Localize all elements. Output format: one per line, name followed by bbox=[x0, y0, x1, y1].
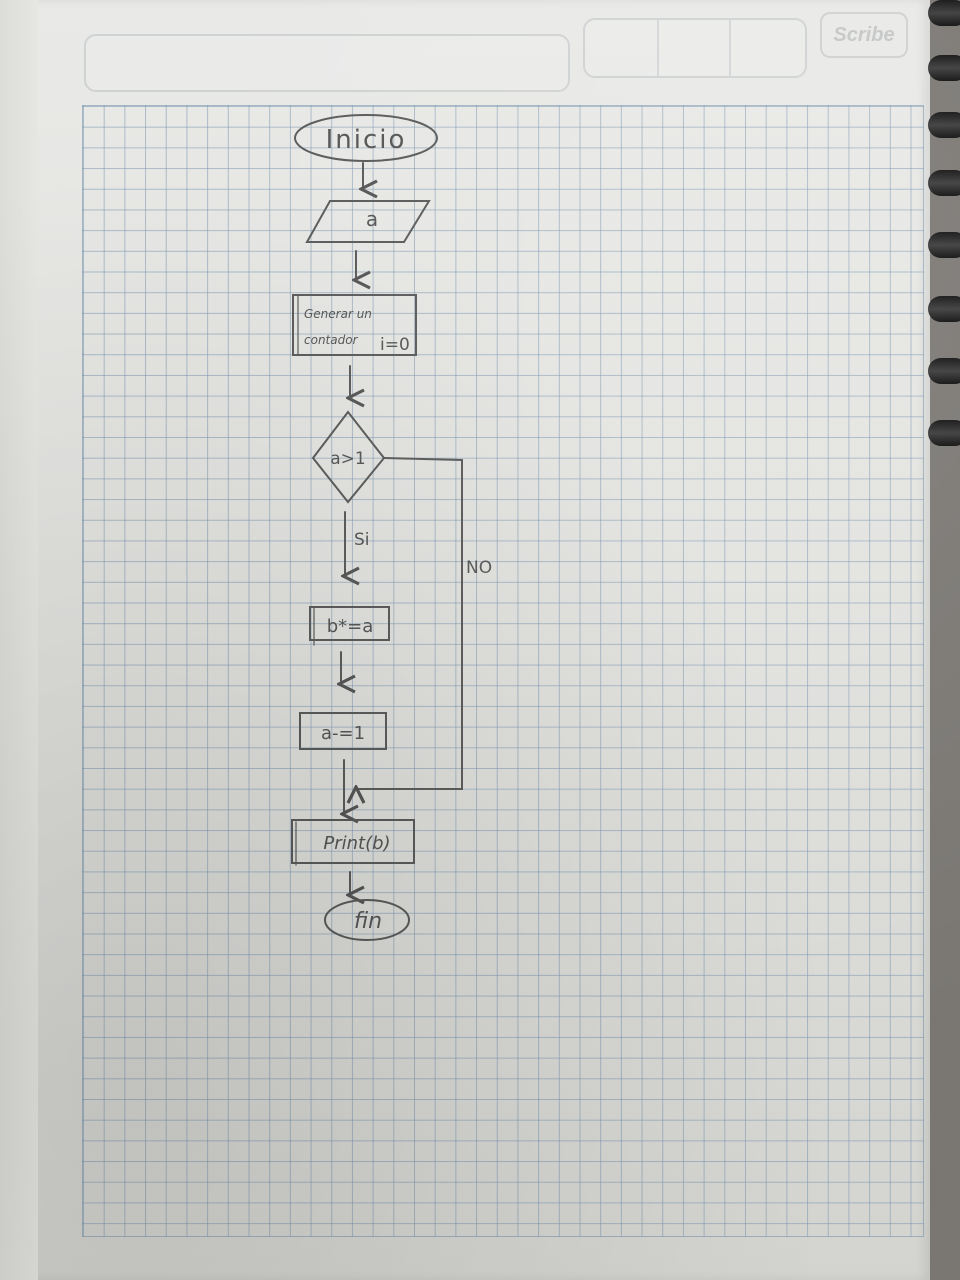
decision-label: a>1 bbox=[330, 449, 365, 469]
decision-diamond bbox=[311, 410, 386, 504]
spiral-ring bbox=[928, 112, 960, 138]
no-branch-line bbox=[356, 457, 463, 789]
notebook-page: Scribe bbox=[0, 0, 930, 1280]
spiral-ring bbox=[928, 420, 960, 446]
multiply-process-box bbox=[309, 606, 390, 641]
date-divider bbox=[657, 20, 659, 76]
decrement-process-box bbox=[299, 712, 387, 750]
decrement-label: a-=1 bbox=[321, 723, 365, 744]
start-label: Inicio bbox=[326, 125, 407, 155]
brand-logo: Scribe bbox=[820, 12, 908, 58]
spiral-ring bbox=[928, 55, 960, 81]
counter-process-box bbox=[292, 294, 417, 356]
end-terminal bbox=[324, 899, 410, 941]
no-label: NO bbox=[466, 558, 492, 578]
counter-label-line2: contador bbox=[304, 333, 359, 347]
spiral-ring bbox=[928, 0, 960, 26]
output-label: Print(b) bbox=[323, 833, 390, 854]
start-terminal bbox=[294, 114, 438, 162]
graph-paper-grid bbox=[82, 105, 924, 1237]
spiral-ring bbox=[928, 358, 960, 384]
underlying-sheet bbox=[0, 0, 38, 1280]
counter-value: i=0 bbox=[380, 335, 410, 355]
yes-label: Si bbox=[354, 530, 370, 550]
input-label: a bbox=[366, 207, 378, 231]
spiral-ring bbox=[928, 232, 960, 258]
end-label: fin bbox=[354, 909, 382, 934]
spiral-ring bbox=[928, 296, 960, 322]
header-name-field bbox=[84, 34, 570, 92]
date-divider bbox=[729, 20, 731, 76]
input-parallelogram bbox=[305, 200, 431, 243]
print-output-box bbox=[291, 819, 415, 864]
spiral-ring bbox=[928, 170, 960, 196]
header-date-field bbox=[583, 18, 807, 78]
multiply-label: b*=a bbox=[327, 616, 374, 637]
counter-label-line1: Generar un bbox=[304, 307, 372, 321]
